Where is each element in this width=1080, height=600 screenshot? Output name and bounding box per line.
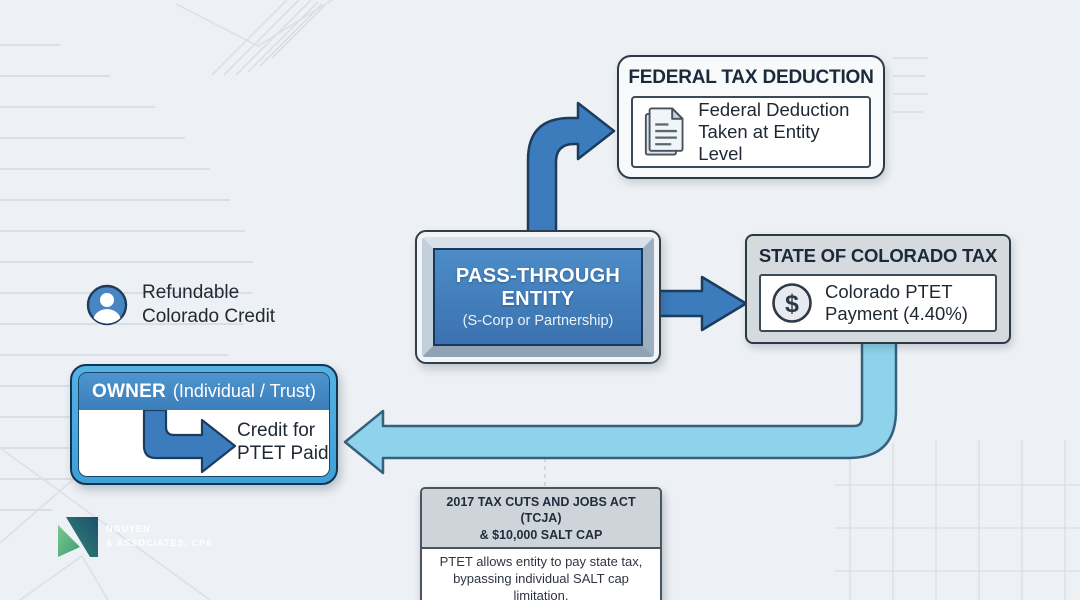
tcja-salt-cap-box: 2017 TAX CUTS AND JOBS ACT (TCJA) & $10,… <box>420 487 662 600</box>
arrow-credit-into-owner <box>142 410 237 474</box>
logo-mark-icon <box>58 517 98 557</box>
state-box-text: Colorado PTET Payment (4.40%) <box>825 280 968 324</box>
dollar-icon: $ <box>772 283 812 323</box>
tcja-box-header: 2017 TAX CUTS AND JOBS ACT (TCJA) & $10,… <box>422 489 660 549</box>
logo-text: NGUYEN & ASSOCIATES, CPA <box>106 524 213 548</box>
entity-panel: PASS-THROUGH ENTITY (S-Corp or Partnersh… <box>433 248 643 346</box>
owner-title-suffix: (Individual / Trust) <box>172 381 316 401</box>
state-of-colorado-tax-box: STATE OF COLORADO TAX $ Colorado PTET Pa… <box>745 234 1011 344</box>
owner-box: OWNER (Individual / Trust) Credit for PT… <box>70 364 338 485</box>
company-logo: NGUYEN & ASSOCIATES, CPA <box>58 517 213 557</box>
federal-tax-deduction-box: FEDERAL TAX DEDUCTION Federal Deduction … <box>617 55 885 179</box>
pass-through-entity-box: PASS-THROUGH ENTITY (S-Corp or Partnersh… <box>415 230 661 364</box>
refundable-credit-text: Refundable Colorado Credit <box>142 282 276 327</box>
entity-subtitle: (S-Corp or Partnership) <box>462 312 614 329</box>
documents-icon <box>644 107 684 156</box>
entity-title-line1: PASS-THROUGH <box>455 265 621 288</box>
refundable-credit-label: Refundable Colorado Credit <box>86 281 275 329</box>
state-box-body: $ Colorado PTET Payment (4.40%) <box>759 274 997 332</box>
owner-box-text: Credit for PTET Paid <box>237 420 329 464</box>
owner-box-body: Credit for PTET Paid <box>79 410 329 476</box>
federal-box-body: Federal Deduction Taken at Entity Level <box>631 96 871 168</box>
state-box-title: STATE OF COLORADO TAX <box>758 245 998 266</box>
entity-bevel-frame: PASS-THROUGH ENTITY (S-Corp or Partnersh… <box>422 237 654 357</box>
federal-box-text: Federal Deduction Taken at Entity Level <box>698 98 850 165</box>
owner-title: OWNER <box>92 380 166 402</box>
owner-box-header: OWNER (Individual / Trust) <box>79 373 329 410</box>
person-icon <box>86 284 128 325</box>
federal-box-title: FEDERAL TAX DEDUCTION <box>628 67 874 88</box>
owner-box-frame: OWNER (Individual / Trust) Credit for PT… <box>78 372 330 477</box>
svg-text:$: $ <box>785 290 799 318</box>
arrow-entity-to-state <box>654 275 748 332</box>
entity-title-line2: ENTITY <box>501 287 575 310</box>
tcja-box-body: PTET allows entity to pay state tax, byp… <box>439 553 643 600</box>
